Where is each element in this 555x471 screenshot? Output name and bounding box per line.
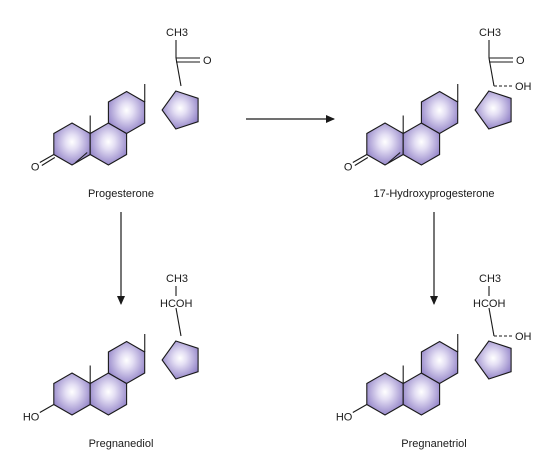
methyl-label: CH3 — [166, 27, 188, 39]
side-chain-bond — [175, 57, 182, 87]
hcoh-label: HCOH — [473, 298, 505, 310]
ring-a — [366, 122, 404, 166]
ring-d — [161, 340, 199, 380]
ring-a — [53, 372, 91, 416]
c3-bond — [39, 404, 55, 413]
oh17-label: OH — [515, 81, 532, 93]
molecule-name: Progesterone — [88, 188, 154, 200]
c4-c5-double-bond — [387, 152, 401, 164]
molecule-name: 17-Hydroxyprogesterone — [373, 188, 494, 200]
c3-bond-2 — [41, 157, 56, 166]
hcoh-label: HCOH — [160, 298, 192, 310]
c3-bond-2 — [354, 157, 369, 166]
c3-bond-1 — [39, 154, 55, 163]
ring-d — [474, 340, 512, 380]
oh17-label: OH — [515, 331, 532, 343]
c3-bond — [352, 404, 368, 413]
side-chain-bond — [488, 57, 495, 87]
carbonyl-oxygen: O — [516, 55, 525, 67]
ring-d — [474, 90, 512, 130]
c3-hydroxyl: HO — [23, 412, 40, 424]
c3-bond-1 — [352, 154, 368, 163]
methyl-label: CH3 — [479, 273, 501, 285]
c4-c5-double-bond — [74, 152, 88, 164]
ring-d — [161, 90, 199, 130]
methyl-label: CH3 — [166, 273, 188, 285]
molecule-name: Pregnanetriol — [401, 438, 466, 450]
ring-a — [366, 372, 404, 416]
c3-oxygen: O — [31, 162, 40, 174]
c3-hydroxyl: HO — [336, 412, 353, 424]
c3-oxygen: O — [344, 162, 353, 174]
ring-a — [53, 122, 91, 166]
methyl-label: CH3 — [479, 27, 501, 39]
side-chain-bond — [488, 307, 495, 337]
side-chain-bond — [175, 307, 182, 337]
molecule-name: Pregnanediol — [89, 438, 154, 450]
carbonyl-oxygen: O — [203, 55, 212, 67]
